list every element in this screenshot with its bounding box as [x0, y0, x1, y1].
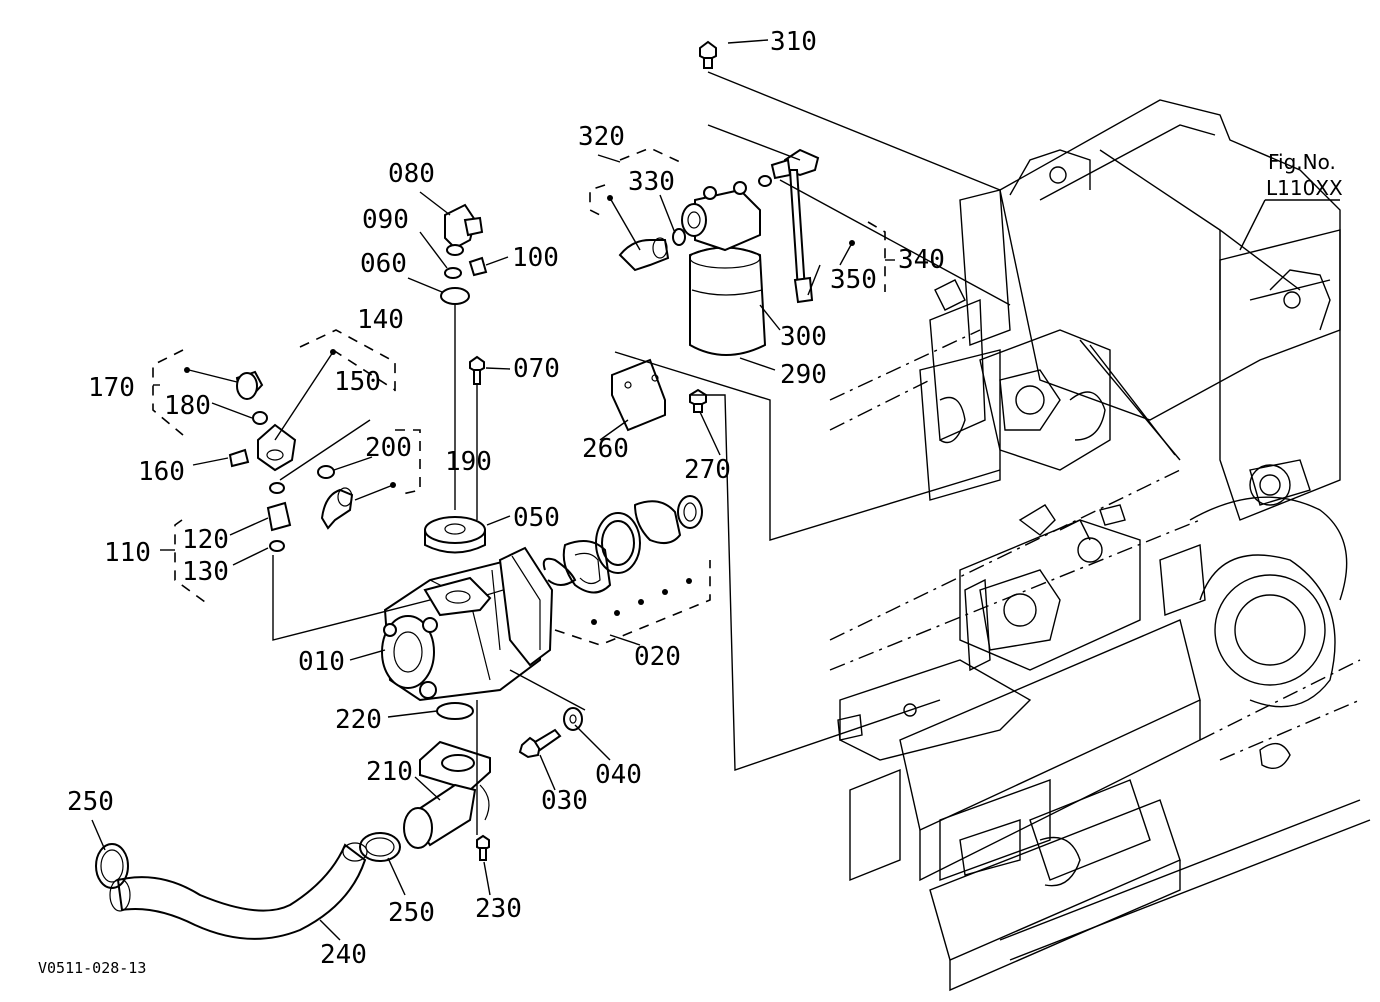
flange-050 [424, 516, 486, 554]
filter-head-300 [681, 175, 772, 252]
callout-090: 090 [362, 205, 409, 235]
callout-020: 020 [634, 642, 681, 672]
callout-210: 210 [366, 757, 413, 787]
washer-040 [563, 707, 583, 731]
callout-080: 080 [388, 159, 435, 189]
bolt-070 [469, 355, 485, 385]
callout-350: 350 [830, 265, 877, 295]
filter-cartridge-290 [689, 246, 767, 356]
callout-150: 150 [334, 367, 381, 397]
callout-060: 060 [360, 249, 407, 279]
leader-lines [91, 39, 1340, 941]
callout-120: 120 [182, 525, 229, 555]
callout-040: 040 [595, 760, 642, 790]
callout-130: 130 [182, 557, 229, 587]
bolt-030 [518, 728, 562, 759]
callout-320: 320 [578, 122, 625, 152]
o-ring-220 [436, 702, 474, 720]
callout-200: 200 [365, 433, 412, 463]
callout-300: 300 [780, 322, 827, 352]
callout-330: 330 [628, 167, 675, 197]
fig-no-value: L110XX [1266, 176, 1343, 200]
callout-340: 340 [898, 245, 945, 275]
callout-labels: 310 320 330 340 350 300 290 080 090 100 … [38, 27, 1343, 977]
callout-220: 220 [335, 705, 382, 735]
bolt-310 [699, 40, 717, 69]
o-ring-060 [440, 287, 470, 305]
suction-pipe-210 [403, 740, 491, 849]
elbow-fitting-080 [444, 203, 484, 256]
fitting-group [152, 329, 421, 603]
callout-250-left: 250 [67, 787, 114, 817]
pipe-350 [770, 148, 886, 304]
callout-250-right: 250 [388, 898, 435, 928]
callout-110: 110 [104, 538, 151, 568]
hose-clamp-250-left [95, 843, 129, 889]
callout-030: 030 [541, 786, 588, 816]
callout-260: 260 [582, 434, 629, 464]
callout-290: 290 [780, 360, 827, 390]
callout-070: 070 [513, 354, 560, 384]
drawing-code: V0511-028-13 [38, 959, 146, 977]
callout-160: 160 [138, 457, 185, 487]
hydraulic-pump [381, 546, 554, 702]
plug-100 [468, 256, 488, 277]
elbow-320 [589, 147, 681, 272]
callout-050: 050 [513, 503, 560, 533]
callout-100: 100 [512, 243, 559, 273]
callout-310: 310 [770, 27, 817, 57]
callout-240: 240 [320, 940, 367, 970]
callout-230: 230 [475, 894, 522, 924]
callout-140: 140 [357, 305, 404, 335]
hose-clamp-250-right [359, 832, 401, 862]
bracket-260 [611, 358, 666, 432]
tractor-frame [829, 99, 1371, 992]
callout-170: 170 [88, 373, 135, 403]
callout-270: 270 [684, 455, 731, 485]
callout-180: 180 [164, 391, 211, 421]
bolt-230 [476, 834, 490, 861]
hose-240 [109, 842, 368, 940]
bolt-270 [689, 388, 707, 413]
callout-010: 010 [298, 647, 345, 677]
gasket-kit-020 [542, 495, 711, 646]
o-ring-090 [444, 267, 462, 279]
o-ring-330 [672, 228, 686, 246]
callout-190: 190 [445, 447, 492, 477]
fig-no-label: Fig.No. [1268, 150, 1336, 174]
